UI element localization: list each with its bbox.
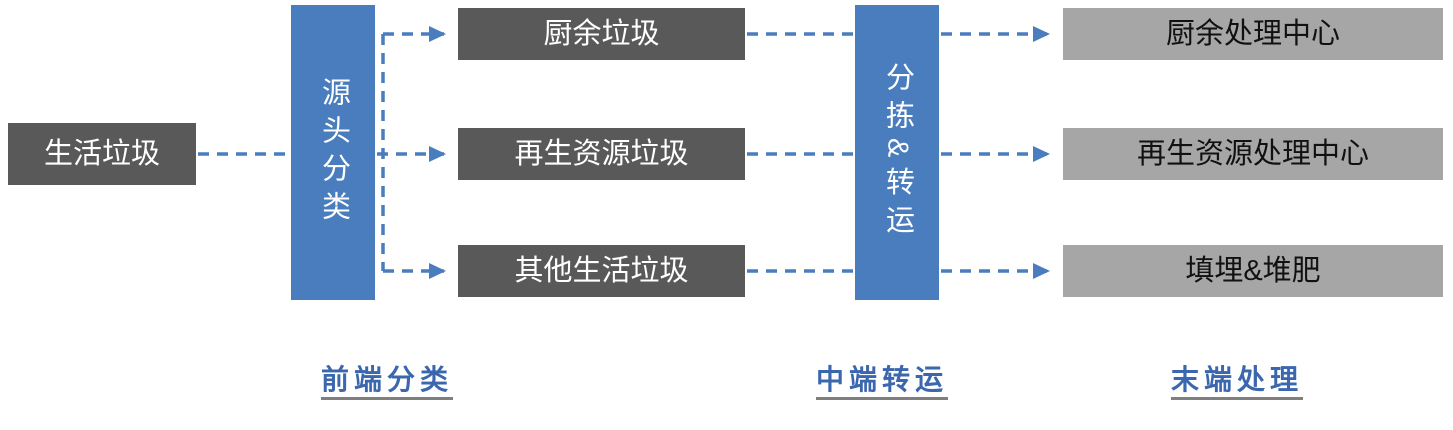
source-waste-box: 生活垃圾 <box>8 123 196 185</box>
category-box-recyclable-waste: 再生资源垃圾 <box>458 128 745 180</box>
processing-box-landfill-compost: 填埋&堆肥 <box>1063 245 1443 297</box>
processing-box-kitchen-center: 厨余处理中心 <box>1063 8 1443 60</box>
stage-label-end-processing: 末端处理 <box>1170 366 1304 400</box>
stage-label-mid-transfer: 中端转运 <box>815 366 949 400</box>
category-box-other-waste: 其他生活垃圾 <box>458 245 745 297</box>
source-sorting-bar: 源头分类 <box>291 5 375 300</box>
sorting-transfer-bar: 分拣&转运 <box>855 5 939 300</box>
stage-label-front-classification: 前端分类 <box>320 366 454 400</box>
category-box-kitchen-waste: 厨余垃圾 <box>458 8 745 60</box>
processing-box-recyclable-center: 再生资源处理中心 <box>1063 128 1443 180</box>
